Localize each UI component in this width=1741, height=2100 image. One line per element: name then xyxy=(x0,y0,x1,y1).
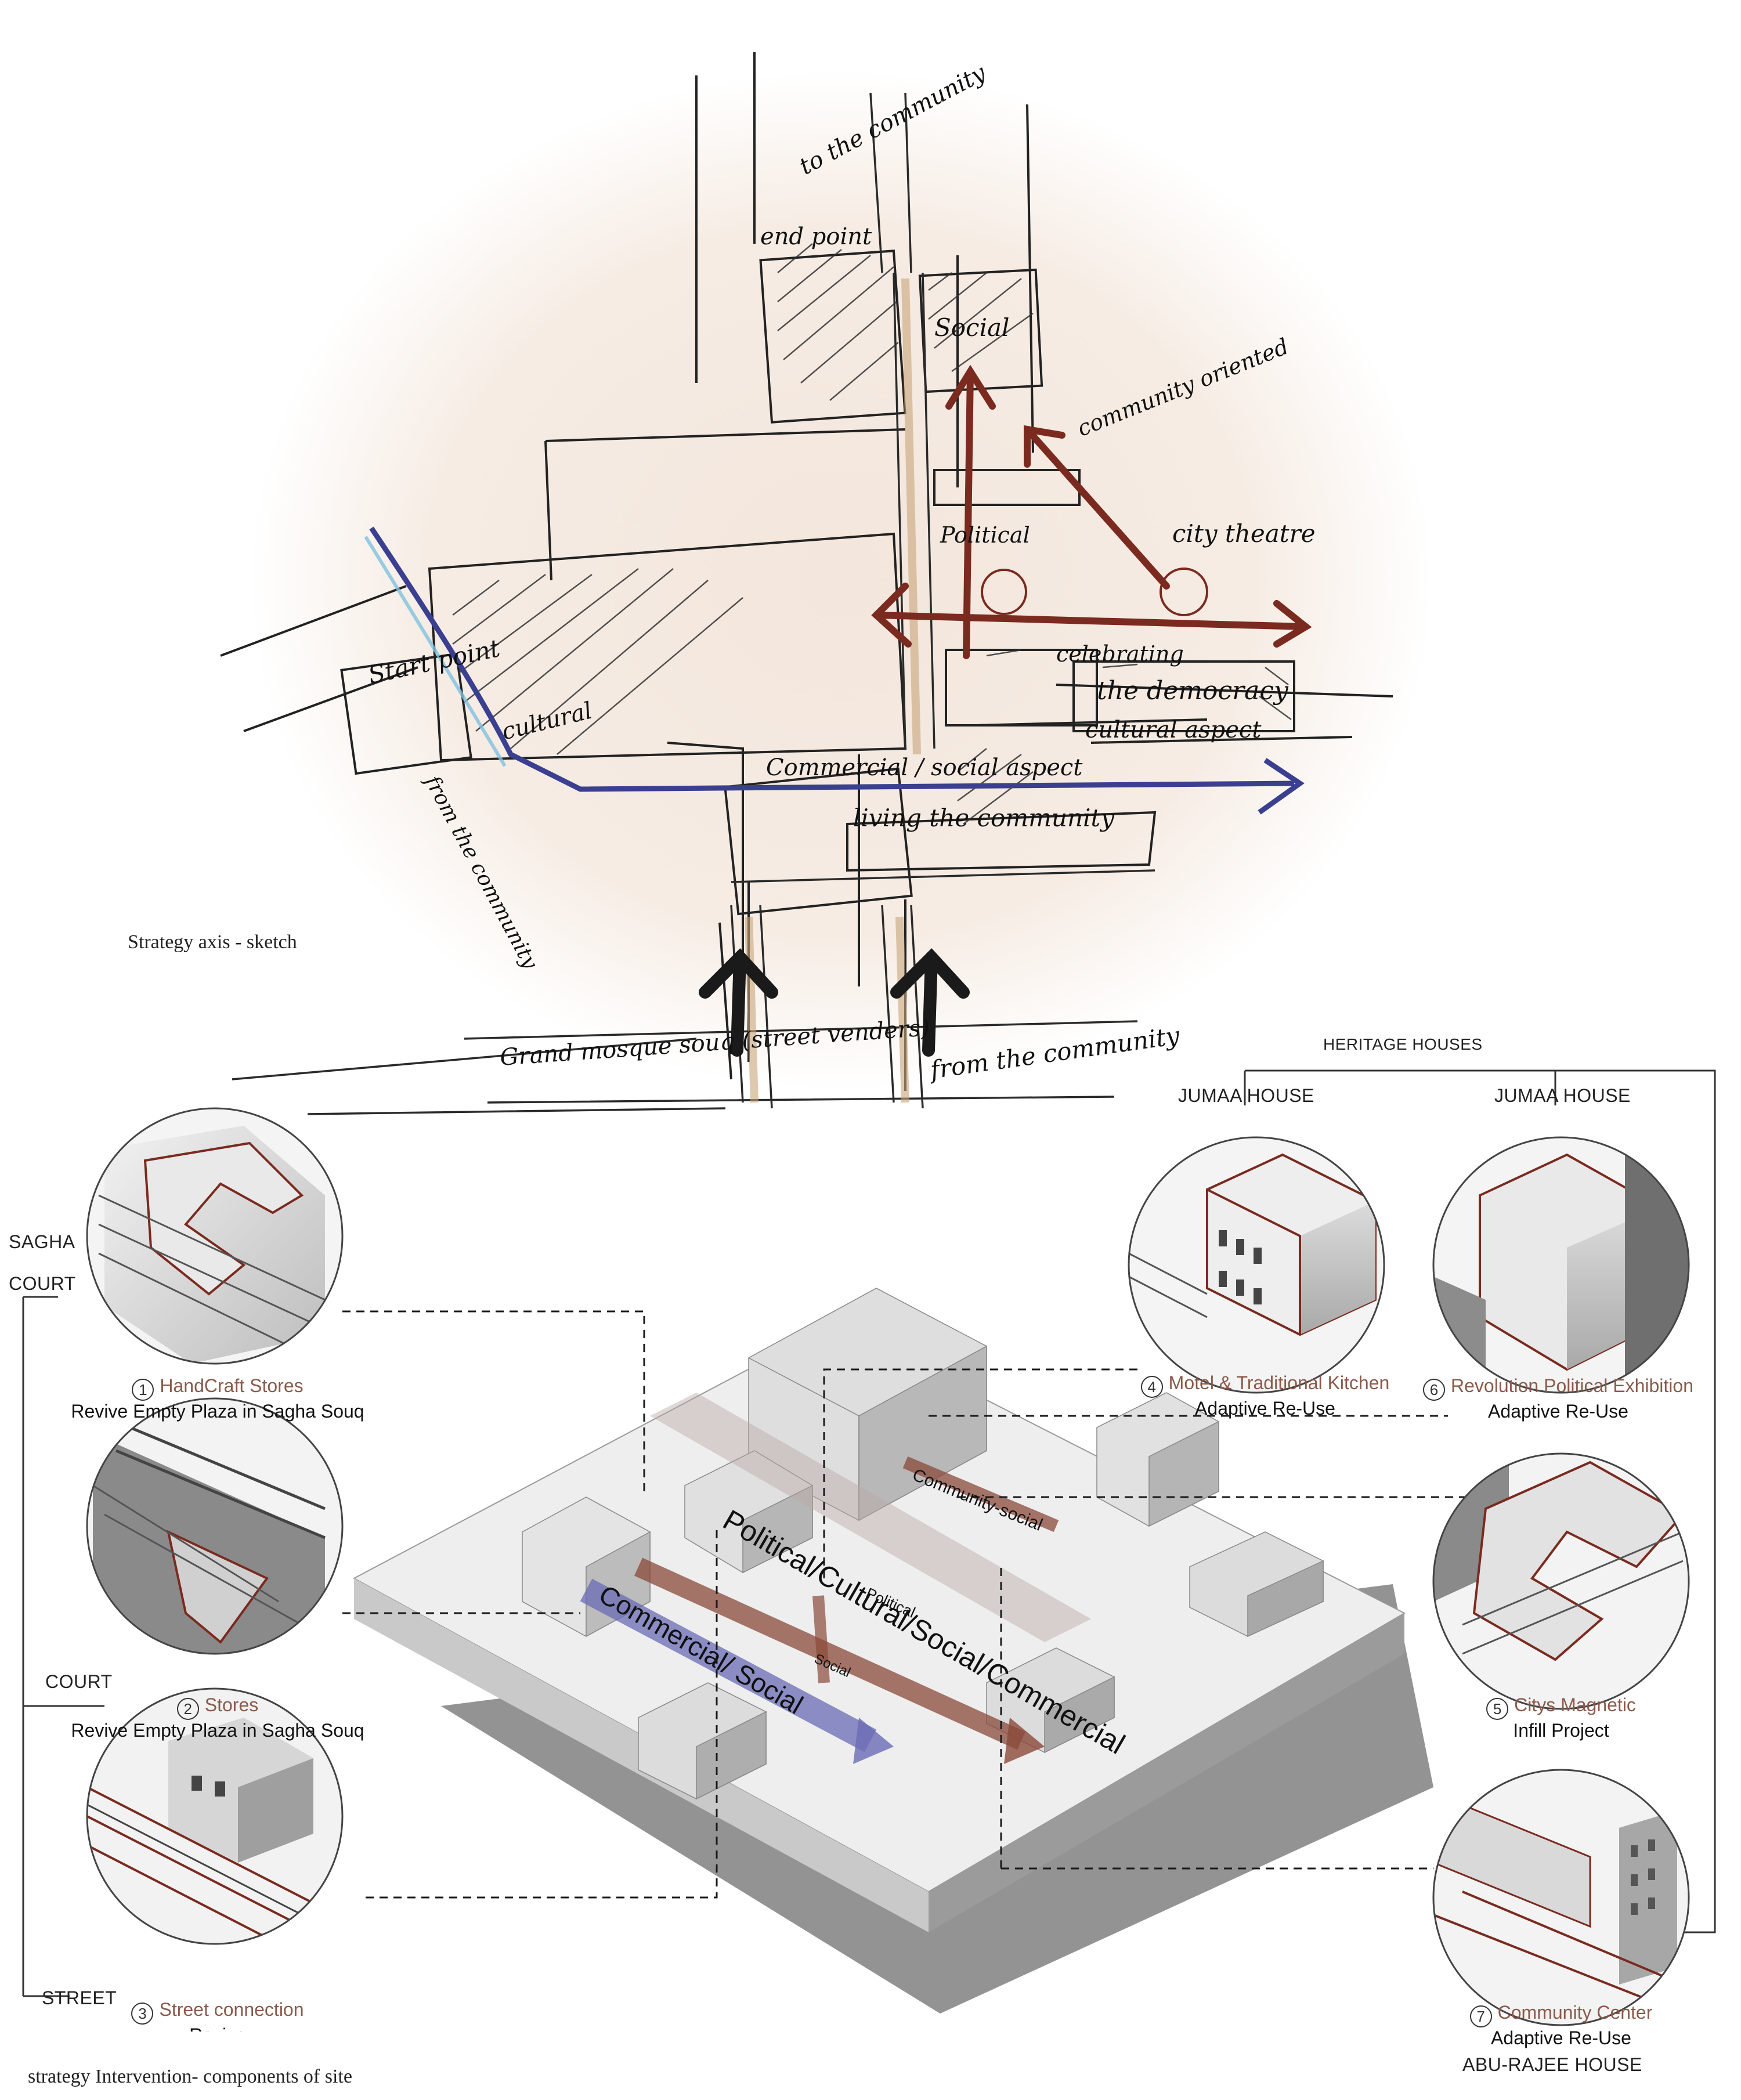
component-subtitle: Adaptive Re-Use xyxy=(1195,1397,1335,1419)
component-number: 6 xyxy=(1423,1378,1445,1401)
detail-circle-5 xyxy=(1433,1454,1689,1709)
component-number: 7 xyxy=(1469,2005,1492,2027)
detail-circle-7 xyxy=(1433,1770,1689,2025)
red-axis-vertical xyxy=(963,368,974,659)
note-political: Political xyxy=(940,522,1030,548)
detail-circle-3 xyxy=(87,1689,342,1944)
component-number: 4 xyxy=(1140,1375,1163,1398)
label-jumaa-house-2: JUMAA HOUSE xyxy=(1494,1085,1631,1106)
leader-lines xyxy=(342,1310,1487,1899)
component-number: 1 xyxy=(132,1378,154,1401)
detail-circle-6 xyxy=(1433,1137,1689,1393)
label-heritage-houses: HERITAGE HOUSES xyxy=(1323,1035,1483,1053)
bracket-lines xyxy=(22,1069,1716,1997)
label-jumaa-house-1: JUMAA HOUSE xyxy=(1178,1085,1314,1106)
note-city-theatre: city theatre xyxy=(1172,519,1316,548)
note-end-point: end point xyxy=(760,223,872,250)
component-title: HandCraft Stores xyxy=(160,1375,304,1396)
model-red-axis xyxy=(634,1557,1026,1750)
component-number: 2 xyxy=(176,1697,199,1720)
detail-circle-4 xyxy=(1129,1137,1384,1393)
component-subtitle: Adaptive Re-Use xyxy=(1488,1400,1628,1422)
component-1-caption: 1 HandCraft Stores Revive Empty Plaza in … xyxy=(61,1375,374,1422)
detail-circles xyxy=(86,1107,1690,2026)
component-title: Street connection xyxy=(159,1999,304,2020)
label-sagha: SAGHA xyxy=(9,1231,75,1252)
component-title: Community Center xyxy=(1497,2002,1653,2023)
component-number: 3 xyxy=(131,2002,154,2025)
label-abu-rajee-house: ABU-RAJEE HOUSE xyxy=(1462,2054,1642,2075)
component-title: Revolution Political Exhibition xyxy=(1451,1375,1693,1396)
model-blue-axis xyxy=(580,1578,877,1752)
sketch-caption: Strategy axis - sketch xyxy=(128,931,297,953)
note-celebrating: celebrating xyxy=(1056,641,1184,667)
label-street: STREET xyxy=(42,1987,117,2008)
red-axis-diagonal xyxy=(1024,426,1170,590)
label-court-top: COURT xyxy=(9,1273,76,1294)
detail-circle-1 xyxy=(87,1108,342,1364)
component-title: Stores xyxy=(204,1694,259,1715)
component-6-caption: 6 Revolution Political Exhibition Adaptiv… xyxy=(1387,1375,1729,1422)
note-cultural-aspect: cultural aspect xyxy=(1085,717,1262,743)
bottom-caption: strategy Intervention- components of sit… xyxy=(28,2066,352,2087)
black-entry-arrows xyxy=(699,948,970,1057)
component-subtitle: Revive xyxy=(61,2025,374,2032)
note-commercial-social-aspect: Commercial / social aspect xyxy=(766,754,1083,781)
component-subtitle: Infill Project xyxy=(1513,1719,1609,1741)
component-title: Motel & Traditional Kitchen xyxy=(1168,1372,1390,1393)
sketch-area xyxy=(220,52,1433,1115)
component-subtitle: Adaptive Re-Use xyxy=(1491,2027,1631,2048)
site-model xyxy=(352,1288,1433,2014)
component-subtitle: Revive Empty Plaza in Sagha Souq xyxy=(71,1400,364,1422)
note-living-the-community: living the community xyxy=(853,804,1115,832)
label-court-mid: COURT xyxy=(45,1671,113,1692)
component-number: 5 xyxy=(1486,1697,1509,1720)
blue-axis-arrow xyxy=(369,526,1295,792)
detail-circle-2 xyxy=(87,1398,342,1654)
component-subtitle: Revive Empty Plaza in Sagha Souq xyxy=(71,1719,364,1741)
watercolor-wash xyxy=(250,70,1433,1091)
note-social: Social xyxy=(934,313,1010,342)
red-axis-horizontal xyxy=(873,612,1309,630)
note-the-democracy: the democracy xyxy=(1097,676,1288,706)
component-title: Citys Magnetic xyxy=(1514,1694,1636,1715)
